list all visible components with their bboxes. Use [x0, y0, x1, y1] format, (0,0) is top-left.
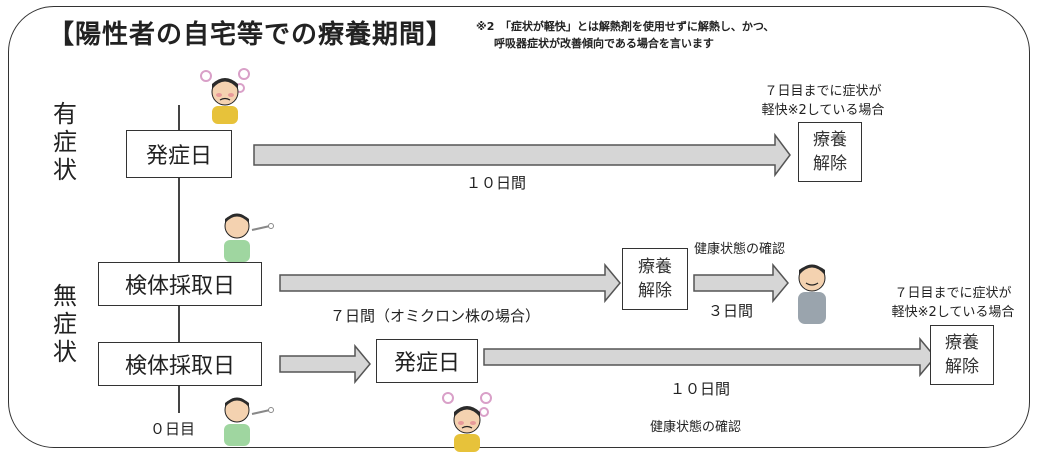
page-title: 【陽性者の自宅等での療養期間】: [48, 20, 454, 50]
label-char: 状: [53, 156, 77, 184]
sick-person-icon: [442, 392, 492, 452]
label-symptomatic: 有 症 状: [50, 100, 80, 184]
release-text: 療養: [813, 130, 847, 150]
condition-line: 軽快※2している場合: [761, 103, 885, 118]
condition-line: 軽快※2している場合: [891, 305, 1015, 320]
release-text: 解除: [638, 281, 672, 301]
swab-test-person-icon: [224, 397, 274, 446]
arrow-asymptomatic-7days: [279, 262, 621, 304]
label-char: 症: [53, 128, 77, 156]
footnote-line-1: ※2 「症状が軽快」とは解熱剤を使用せずに解熱し、かつ、: [476, 20, 775, 33]
condition-line: ７日目までに症状が: [764, 84, 882, 99]
specimen-day-box-2: 検体採取日: [98, 342, 262, 386]
release-box-asymptomatic-2: 療養 解除: [930, 325, 994, 385]
label-char: 有: [53, 100, 77, 128]
asymptomatic-7day-duration: ７日間（オミクロン株の場合）: [330, 307, 541, 325]
sick-person-icon: [200, 68, 250, 124]
label-char: 無: [53, 282, 77, 310]
footnote: ※2 「症状が軽快」とは解熱剤を使用せずに解熱し、かつ、 呼吸器症状が改善傾向で…: [476, 18, 774, 52]
release-box-asymptomatic-1: 療養 解除: [622, 248, 688, 310]
specimen-day-box-1: 検体採取日: [98, 262, 262, 306]
label-char: 症: [53, 310, 77, 338]
symptomatic-condition: ７日目までに症状が 軽快※2している場合: [748, 80, 898, 118]
after-release-duration: ３日間: [708, 302, 754, 320]
healthy-person-icon: [798, 264, 826, 324]
asymptomatic-10day-duration: １０日間: [670, 380, 731, 398]
health-check-label-2: 健康状態の確認: [650, 420, 742, 435]
onset-day-box-2: 発症日: [376, 339, 478, 383]
arrow-after-release: [693, 262, 789, 304]
symptomatic-duration: １０日間: [466, 174, 527, 192]
label-char: 状: [53, 338, 77, 366]
release-text: 療養: [945, 333, 979, 353]
day-zero-label: ０日目: [150, 420, 196, 438]
release-text: 療養: [638, 257, 672, 277]
asymptomatic-condition: ７日目までに症状が 軽快※2している場合: [878, 282, 1028, 320]
diagram-frame: [8, 6, 1030, 448]
swab-test-person-icon: [224, 213, 274, 262]
release-text: 解除: [813, 154, 847, 174]
arrow-symptomatic: [253, 132, 791, 178]
footnote-line-2: 呼吸器症状が改善傾向である場合を言います: [494, 37, 714, 50]
arrow-to-onset: [279, 343, 371, 385]
timeline-line-top: [178, 105, 180, 265]
timeline-line-bottom: [178, 385, 180, 413]
health-check-label-1: 健康状態の確認: [694, 242, 786, 257]
label-asymptomatic: 無 症 状: [50, 282, 80, 366]
onset-day-box: 発症日: [126, 130, 232, 178]
condition-line: ７日目までに症状が: [894, 286, 1012, 301]
release-box-symptomatic: 療養 解除: [798, 122, 862, 182]
timeline-line-middle: [178, 300, 180, 345]
arrow-asymptomatic-10days: [483, 336, 936, 378]
release-text: 解除: [945, 357, 979, 377]
